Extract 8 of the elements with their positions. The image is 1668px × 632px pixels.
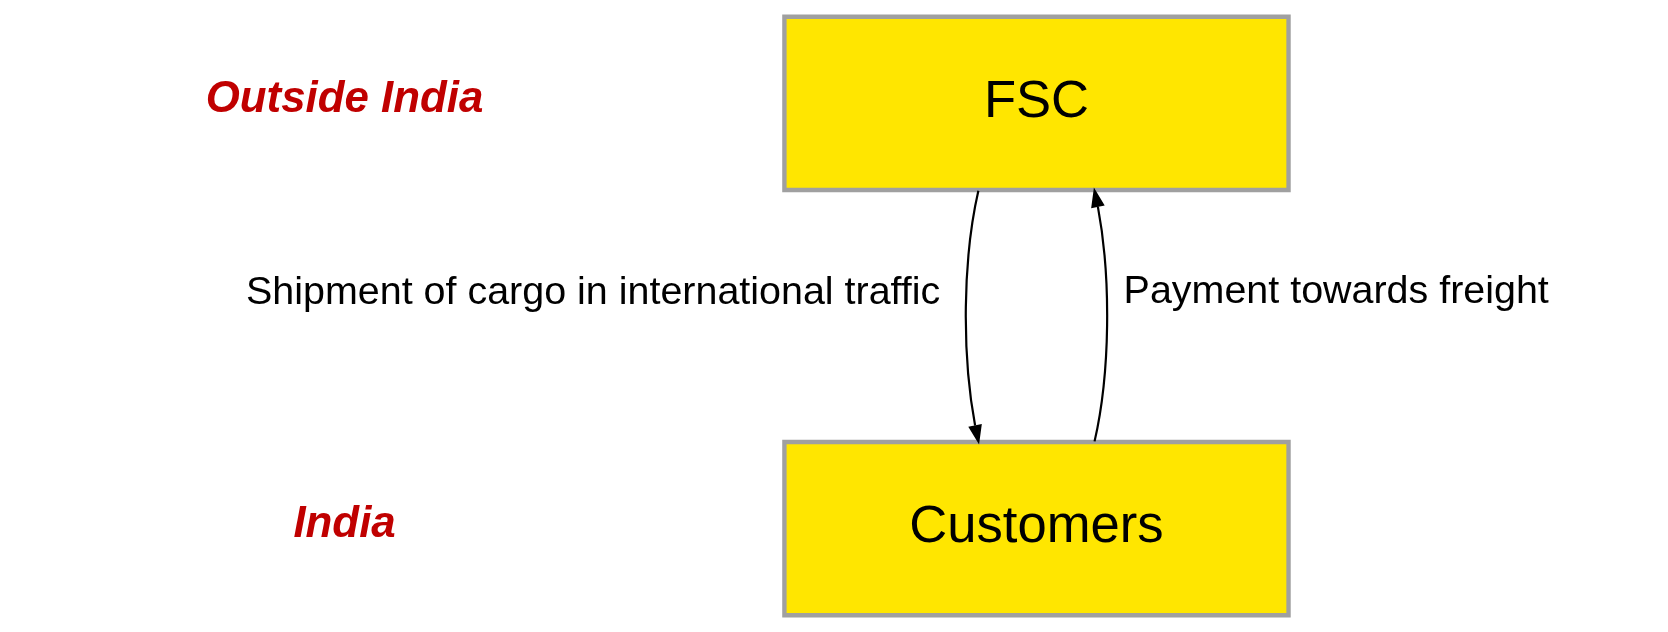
arrow [964, 190, 982, 445]
arrow [1091, 187, 1109, 442]
label: Outside India [205, 72, 484, 122]
node-box: Customers [782, 439, 1291, 618]
edge-label: Shipment of cargo in international traffic [246, 268, 941, 313]
node-box: FSC [782, 14, 1291, 193]
label: India [293, 497, 396, 547]
edge-label: Payment towards freight [1123, 267, 1549, 312]
